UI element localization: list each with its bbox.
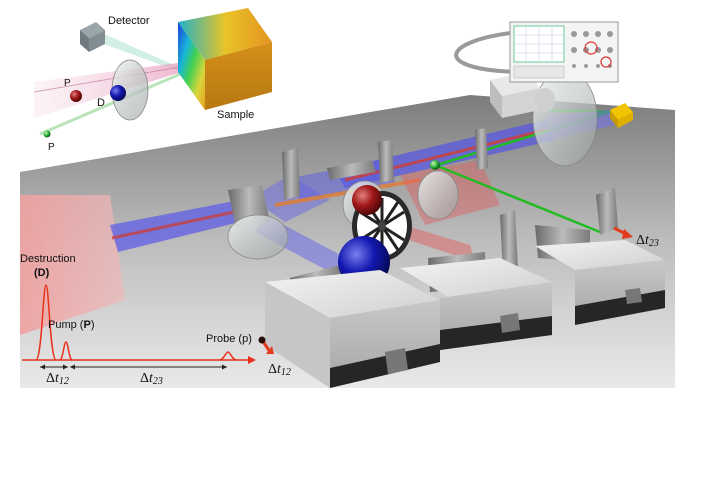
main-detector	[490, 72, 555, 118]
sample-label: Sample	[217, 109, 254, 121]
inset-probe-letter: P	[48, 142, 55, 153]
pump-pulse	[59, 341, 73, 361]
sample-cube-main	[610, 103, 633, 128]
destruction-symbol: (D)	[34, 267, 50, 279]
stage-motion-arrow-12	[258, 336, 274, 354]
inset-sample-top	[178, 8, 272, 60]
detector-label: Detector	[108, 15, 150, 27]
inset-destruction-sphere	[110, 85, 126, 101]
stage-motion-arrow-23	[613, 226, 633, 239]
detector-cable	[454, 30, 521, 74]
inset-sample-front	[178, 22, 205, 110]
delay-stage-2	[400, 258, 552, 350]
destruction-pulse	[35, 284, 57, 361]
dt12-stage-label: Δt12	[268, 362, 291, 378]
incoming-beam	[20, 195, 125, 335]
dt23-stage-label: Δt23	[636, 233, 659, 249]
pulse-timing	[22, 284, 256, 370]
inset-sample-side	[205, 42, 272, 110]
inset-pump-sphere	[70, 90, 82, 102]
dt12-label: Δt12	[46, 371, 69, 387]
inset-destruction-letter: D	[97, 97, 105, 109]
dt23-label: Δt23	[140, 371, 163, 387]
inset-probe-sphere	[43, 130, 51, 138]
inset-diagram	[33, 8, 272, 138]
oscilloscope	[509, 21, 619, 83]
pump-label: Pump (P)	[48, 319, 94, 331]
probe-sphere	[430, 160, 440, 170]
inset-pump-letter: P	[64, 78, 71, 89]
pump-sphere	[352, 185, 382, 215]
delay-stage-3	[535, 240, 665, 325]
probe-label: Probe (p)	[206, 333, 252, 345]
probe-pulse	[219, 351, 237, 361]
destruction-label: Destruction	[20, 253, 76, 265]
delay-stage-1	[265, 270, 440, 388]
